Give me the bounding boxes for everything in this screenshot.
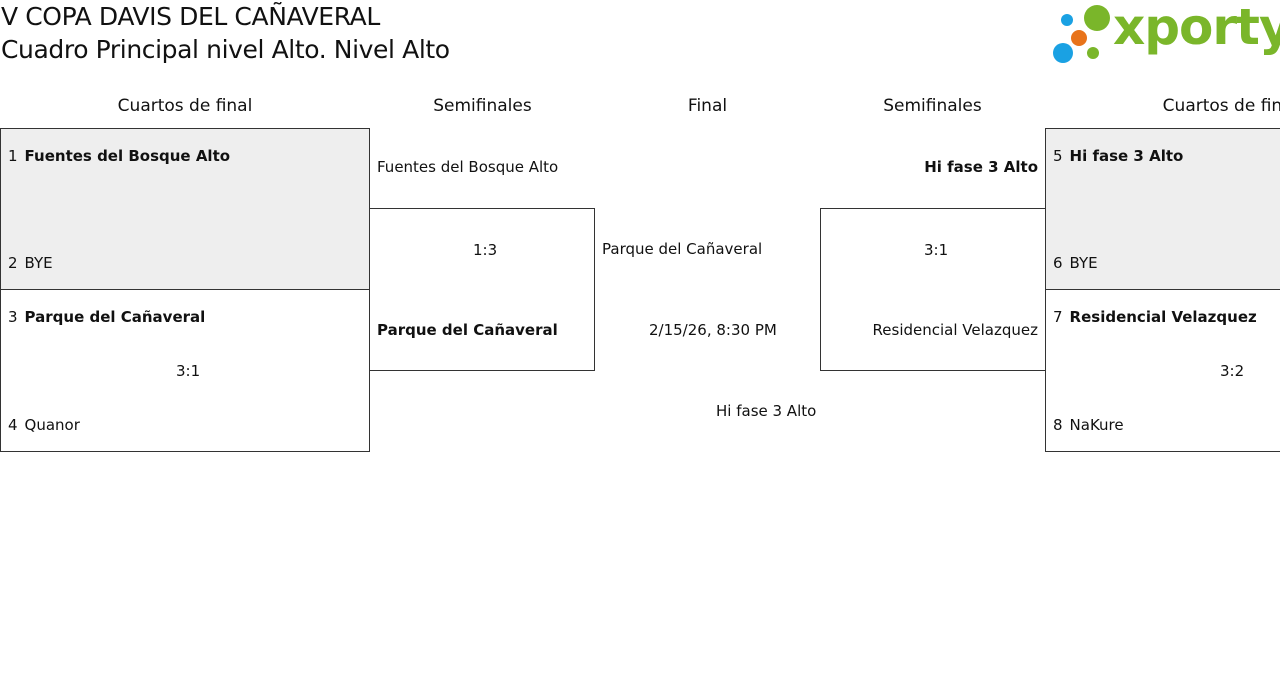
right-sf-team1[interactable]: Hi fase 3 Alto	[924, 158, 1038, 176]
team-name: Residencial Velazquez	[1069, 308, 1257, 326]
left-qf2-team2[interactable]: 4 Quanor	[8, 416, 80, 434]
seed-number: 8	[1053, 416, 1063, 434]
round-header-left-quarterfinals: Cuartos de final	[117, 96, 253, 116]
right-qf2-team1[interactable]: 7 Residencial Velazquez	[1053, 308, 1257, 326]
team-name: BYE	[1069, 254, 1098, 272]
team-name: Hi fase 3 Alto	[1069, 147, 1184, 165]
page-subtitle: Cuadro Principal nivel Alto. Nivel Alto	[1, 35, 450, 64]
left-sf-team2[interactable]: Parque del Cañaveral	[377, 321, 558, 339]
left-qf2-team1[interactable]: 3 Parque del Cañaveral	[8, 308, 205, 326]
right-qf2-score: 3:2	[1220, 362, 1245, 380]
team-name: Quanor	[24, 416, 80, 434]
team-name: NaKure	[1069, 416, 1124, 434]
right-sf-match[interactable]: 3:1 Residencial Velazquez	[820, 208, 1046, 371]
final-team2[interactable]: Hi fase 3 Alto	[716, 402, 817, 420]
team-name: BYE	[24, 254, 53, 272]
left-qf1-team2[interactable]: 2 BYE	[8, 254, 53, 272]
right-qf1-team2[interactable]: 6 BYE	[1053, 254, 1098, 272]
seed-number: 7	[1053, 308, 1063, 326]
seed-number: 5	[1053, 147, 1063, 165]
seed-number: 3	[8, 308, 18, 326]
left-sf-team1[interactable]: Fuentes del Bosque Alto	[377, 158, 559, 176]
right-sf-score: 3:1	[924, 241, 949, 259]
seed-number: 6	[1053, 254, 1063, 272]
left-sf-match[interactable]: 1:3 Parque del Cañaveral	[369, 208, 595, 371]
seed-number: 2	[8, 254, 18, 272]
xporty-logo[interactable]: xporty	[1051, 0, 1280, 66]
round-header-final: Final	[687, 96, 728, 116]
left-sf-score: 1:3	[473, 241, 498, 259]
left-qf1-team1[interactable]: 1 Fuentes del Bosque Alto	[8, 147, 230, 165]
seed-number: 4	[8, 416, 18, 434]
left-qf-match-2[interactable]: 3 Parque del Cañaveral 3:1 4 Quanor	[0, 289, 370, 452]
round-header-right-quarterfinals: Cuartos de final	[1162, 96, 1280, 116]
right-qf-match-1[interactable]: 5 Hi fase 3 Alto 6 BYE	[1045, 128, 1280, 290]
logo-text: xporty	[1113, 0, 1280, 56]
final-datetime: 2/15/26, 8:30 PM	[649, 321, 777, 339]
right-qf2-team2[interactable]: 8 NaKure	[1053, 416, 1124, 434]
round-header-left-semifinals: Semifinales	[433, 96, 532, 116]
right-qf-match-2[interactable]: 7 Residencial Velazquez 3:2 8 NaKure	[1045, 289, 1280, 452]
left-qf2-score: 3:1	[176, 362, 201, 380]
team-name: Fuentes del Bosque Alto	[24, 147, 231, 165]
left-qf-match-1[interactable]: 1 Fuentes del Bosque Alto 2 BYE	[0, 128, 370, 290]
seed-number: 1	[8, 147, 18, 165]
round-header-right-semifinals: Semifinales	[883, 96, 982, 116]
right-sf-team2[interactable]: Residencial Velazquez	[872, 321, 1038, 339]
page-title: V COPA DAVIS DEL CAÑAVERAL	[1, 2, 380, 31]
logo-dots-icon	[1053, 5, 1110, 63]
final-team1[interactable]: Parque del Cañaveral	[602, 240, 763, 258]
team-name: Parque del Cañaveral	[24, 308, 206, 326]
right-qf1-team1[interactable]: 5 Hi fase 3 Alto	[1053, 147, 1183, 165]
